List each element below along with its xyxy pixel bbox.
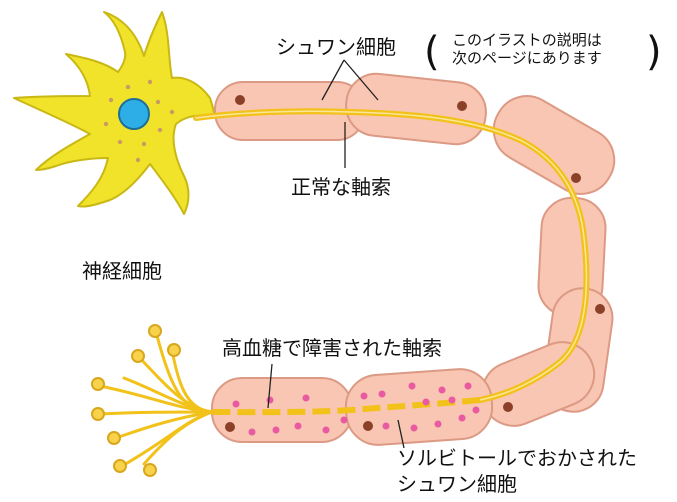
schwann-cell-2 (343, 71, 489, 147)
terminal-bouton (92, 378, 104, 390)
terminal-bouton (132, 350, 144, 362)
schwann-nucleus (571, 173, 581, 183)
neuron-cell-body (14, 12, 214, 214)
schwann-nucleus (595, 304, 605, 314)
schwann-nucleus (457, 101, 467, 111)
terminal-bouton (92, 408, 104, 420)
label-damaged-axon: 高血糖で障害された軸索 (222, 337, 442, 360)
label-sorbitol-cell-2: シュワン細胞 (397, 473, 517, 496)
label-neuron: 神経細胞 (82, 260, 162, 283)
neuron-nucleus (119, 99, 149, 129)
terminal-bouton (149, 325, 161, 337)
schwann-nucleus (503, 402, 513, 412)
schwann-nucleus (225, 422, 235, 432)
label-schwann-cell: シュワン細胞 (276, 36, 396, 59)
paren-close: ) (646, 32, 662, 72)
label-sorbitol-cell-1: ソルビトールでおかされた (397, 447, 637, 470)
terminal-bouton (144, 464, 156, 476)
neuron-soma (14, 12, 214, 214)
terminal-bouton (168, 344, 180, 356)
paren-open: ( (424, 32, 440, 72)
axon-terminal (92, 325, 212, 476)
label-schwann-note-2: 次のページにあります (452, 50, 602, 67)
schwann-nucleus (235, 95, 245, 105)
label-schwann-note-1: このイラストの説明は (452, 32, 602, 49)
terminal-bouton (114, 460, 126, 472)
label-normal-axon: 正常な軸索 (291, 176, 391, 199)
schwann-cell-damaged-1 (212, 378, 352, 442)
terminal-bouton (108, 432, 120, 444)
schwann-nucleus (363, 421, 373, 431)
schwann-cell-3 (482, 84, 626, 205)
